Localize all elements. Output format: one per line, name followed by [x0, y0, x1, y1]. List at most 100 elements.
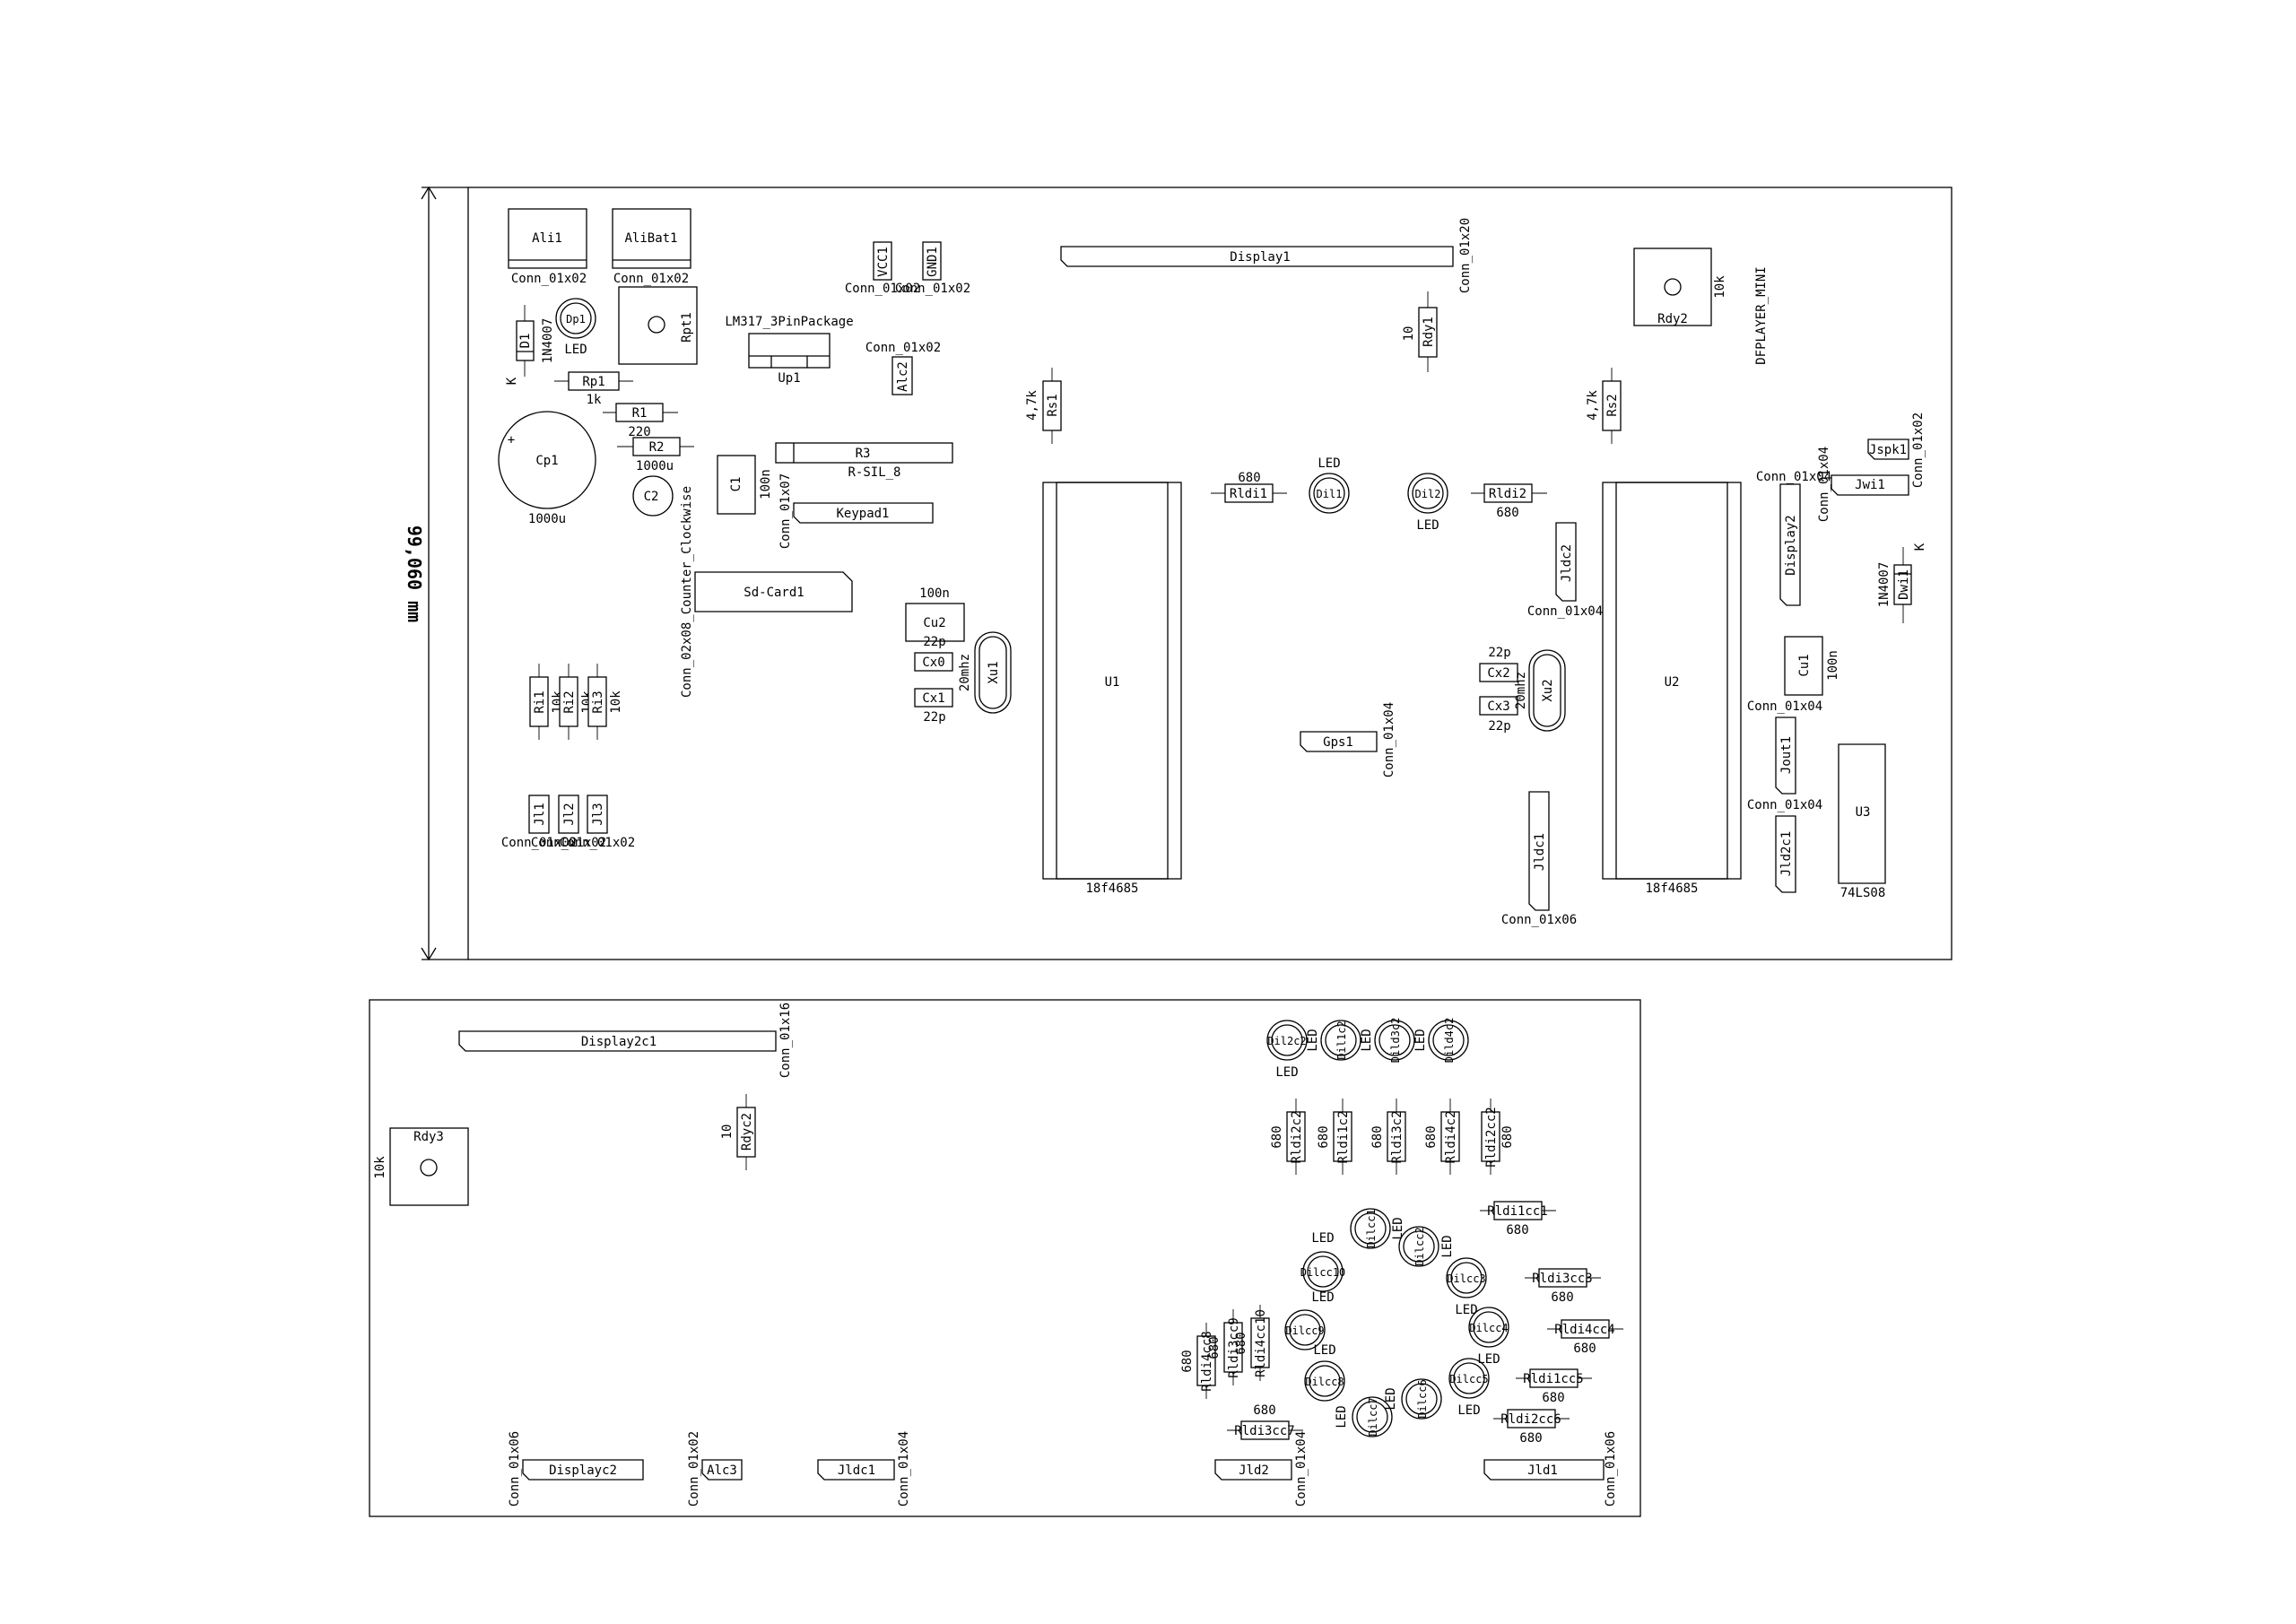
svg-text:Rldi2cc2: Rldi2cc2 [1484, 1107, 1499, 1167]
svg-text:Conn_01x04: Conn_01x04 [1747, 699, 1822, 714]
svg-text:Conn_01x04: Conn_01x04 [1294, 1431, 1309, 1507]
dil1-led: LED Dil1 [1309, 456, 1350, 514]
svg-text:Rldi3cc3: Rldi3cc3 [1532, 1272, 1592, 1286]
svg-text:R2: R2 [649, 440, 665, 455]
rdyc2-resistor: Rdyc2 10 [720, 1094, 756, 1170]
svg-text:Dilcc4: Dilcc4 [1469, 1322, 1508, 1334]
svg-text:Alc3: Alc3 [707, 1463, 737, 1478]
board-1: 99,060 mm Ali1 Conn_01x02 AliBat1 Conn_0… [404, 186, 1952, 961]
svg-text:Jl1: Jl1 [533, 803, 547, 825]
cx0-capacitor: 22p Cx0 [914, 635, 953, 672]
board-2-outline [369, 999, 1641, 1517]
svg-text:Jspk1: Jspk1 [1869, 443, 1907, 457]
svg-text:Rldi4cc8: Rldi4cc8 [1200, 1331, 1214, 1391]
svg-text:Displayc2: Displayc2 [549, 1463, 617, 1478]
d1-diode: D1 1N4007 K [505, 305, 555, 385]
svg-text:R3: R3 [856, 447, 871, 461]
svg-text:18f4685: 18f4685 [1085, 881, 1138, 896]
svg-text:DFPLAYER_MINI: DFPLAYER_MINI [1754, 266, 1769, 365]
svg-text:680: 680 [1253, 1403, 1275, 1418]
svg-text:Conn_01x04: Conn_01x04 [1817, 447, 1831, 522]
svg-text:Rdy2: Rdy2 [1657, 312, 1688, 326]
svg-text:1N4007: 1N4007 [541, 318, 555, 364]
svg-text:LED: LED [1477, 1352, 1500, 1367]
gnd1-connector: GND1 Conn_01x02 [895, 241, 970, 296]
display2c1-connector: Display2c1 Conn_01x16 [458, 1003, 793, 1078]
svg-text:Display2c1: Display2c1 [581, 1035, 657, 1049]
jldc2-connector: Jldc2 Conn_01x04 [1527, 522, 1603, 619]
svg-text:Conn_01x06: Conn_01x06 [1604, 1431, 1618, 1507]
gps1-connector: Gps1 Conn_01x04 [1300, 702, 1396, 777]
svg-text:LED: LED [1275, 1065, 1298, 1080]
svg-text:Ri3: Ri3 [591, 690, 605, 713]
svg-text:Conn_01x20: Conn_01x20 [1458, 218, 1473, 293]
cp1-capacitor: + Cp1 1000u [498, 411, 596, 526]
svg-text:Sd-Card1: Sd-Card1 [744, 586, 804, 600]
dilcc3-led: Dilcc3 LED [1446, 1257, 1487, 1317]
svg-text:Conn_01x02: Conn_01x02 [687, 1431, 701, 1507]
svg-text:K: K [1913, 543, 1927, 551]
displayc2-connector: Displayc2 Conn_01x06 [508, 1431, 644, 1507]
dwi1-diode: Dwi1 1N4007 K [1877, 543, 1927, 623]
svg-text:LED: LED [1455, 1303, 1477, 1317]
rldi4cc10-resistor: Rldi4cc10 680 [1234, 1305, 1270, 1381]
svg-text:LED: LED [1318, 456, 1340, 471]
svg-text:LED: LED [1306, 1029, 1320, 1051]
svg-text:Conn_02x08_Counter_Clockwise: Conn_02x08_Counter_Clockwise [680, 486, 694, 698]
svg-text:Conn_01x04: Conn_01x04 [1756, 470, 1831, 484]
svg-text:Conn_01x02: Conn_01x02 [895, 282, 970, 296]
rldi2cc6-resistor: Rldi2cc6 680 [1493, 1409, 1570, 1446]
svg-text:Cu2: Cu2 [923, 616, 945, 630]
svg-text:U2: U2 [1665, 675, 1680, 690]
svg-text:GND1: GND1 [926, 247, 940, 277]
alc2-connector: Conn_01x02 Alc2 [865, 341, 941, 395]
svg-text:Cx3: Cx3 [1487, 699, 1509, 714]
c2-capacitor: C2 [632, 475, 674, 517]
svg-text:10: 10 [720, 1125, 735, 1140]
svg-text:Dilcc1: Dilcc1 [1365, 1209, 1378, 1247]
svg-text:AliBat1: AliBat1 [624, 231, 677, 246]
dilcc6-led: Dilcc6 LED [1384, 1378, 1442, 1420]
ri3-resistor: Ri3 10k [587, 664, 623, 740]
svg-text:100n: 100n [1826, 650, 1840, 681]
svg-text:Cp1: Cp1 [535, 454, 558, 468]
svg-text:680: 680 [1500, 1125, 1515, 1148]
jl1-connector: Jl1 Conn_01x02 [501, 795, 577, 850]
svg-text:680: 680 [1542, 1391, 1564, 1405]
rldi1c2-resistor: Rldi1c2 680 [1317, 1099, 1352, 1175]
svg-text:Dilcc3: Dilcc3 [1447, 1272, 1485, 1285]
svg-text:Keypad1: Keypad1 [836, 507, 889, 521]
rldi3cc3-resistor: Rldi3cc3 680 [1525, 1268, 1601, 1305]
xu1-crystal: Xu1 20mhz [958, 631, 1012, 714]
svg-text:Conn_01x07: Conn_01x07 [778, 473, 793, 549]
dp1-led: Dp1 LED [555, 298, 596, 357]
svg-text:+: + [508, 433, 515, 447]
svg-text:Dilcc10: Dilcc10 [1300, 1266, 1346, 1279]
svg-text:Conn_01x04: Conn_01x04 [1527, 604, 1603, 619]
svg-text:1000u: 1000u [528, 512, 566, 526]
svg-text:Rldi2cc6: Rldi2cc6 [1500, 1412, 1561, 1427]
svg-text:Dp1: Dp1 [566, 313, 586, 326]
svg-text:Dilcc7: Dilcc7 [1367, 1397, 1379, 1436]
svg-text:C1: C1 [729, 477, 744, 492]
rdy1-resistor: Rdy1 10 [1402, 291, 1438, 372]
svg-text:Jldc2: Jldc2 [1560, 544, 1574, 582]
svg-text:18f4685: 18f4685 [1645, 881, 1698, 896]
svg-text:Conn_01x04: Conn_01x04 [1382, 702, 1396, 777]
dilcc1-led: Dilcc1 LED [1350, 1208, 1405, 1249]
svg-text:R-SIL_8: R-SIL_8 [848, 465, 900, 480]
svg-text:Rldi1c2: Rldi1c2 [1336, 1110, 1351, 1163]
svg-text:4,7k: 4,7k [1025, 390, 1039, 421]
svg-text:Conn_01x06: Conn_01x06 [1501, 913, 1577, 927]
svg-text:C2: C2 [644, 490, 659, 504]
svg-text:Rdy1: Rdy1 [1422, 317, 1436, 347]
svg-text:Dil1c2: Dil1c2 [1335, 1020, 1348, 1059]
ali1-connector: Ali1 Conn_01x02 [508, 208, 587, 286]
xu2-crystal: Xu2 20mhz [1514, 649, 1566, 732]
rldi4cc4-resistor: Rldi4cc4 680 [1547, 1319, 1623, 1356]
svg-text:Rs2: Rs2 [1605, 394, 1620, 416]
u1-microcontroller: U1 18f4685 [1042, 482, 1182, 896]
svg-text:100n: 100n [919, 586, 950, 601]
svg-text:LED: LED [1311, 1231, 1334, 1246]
